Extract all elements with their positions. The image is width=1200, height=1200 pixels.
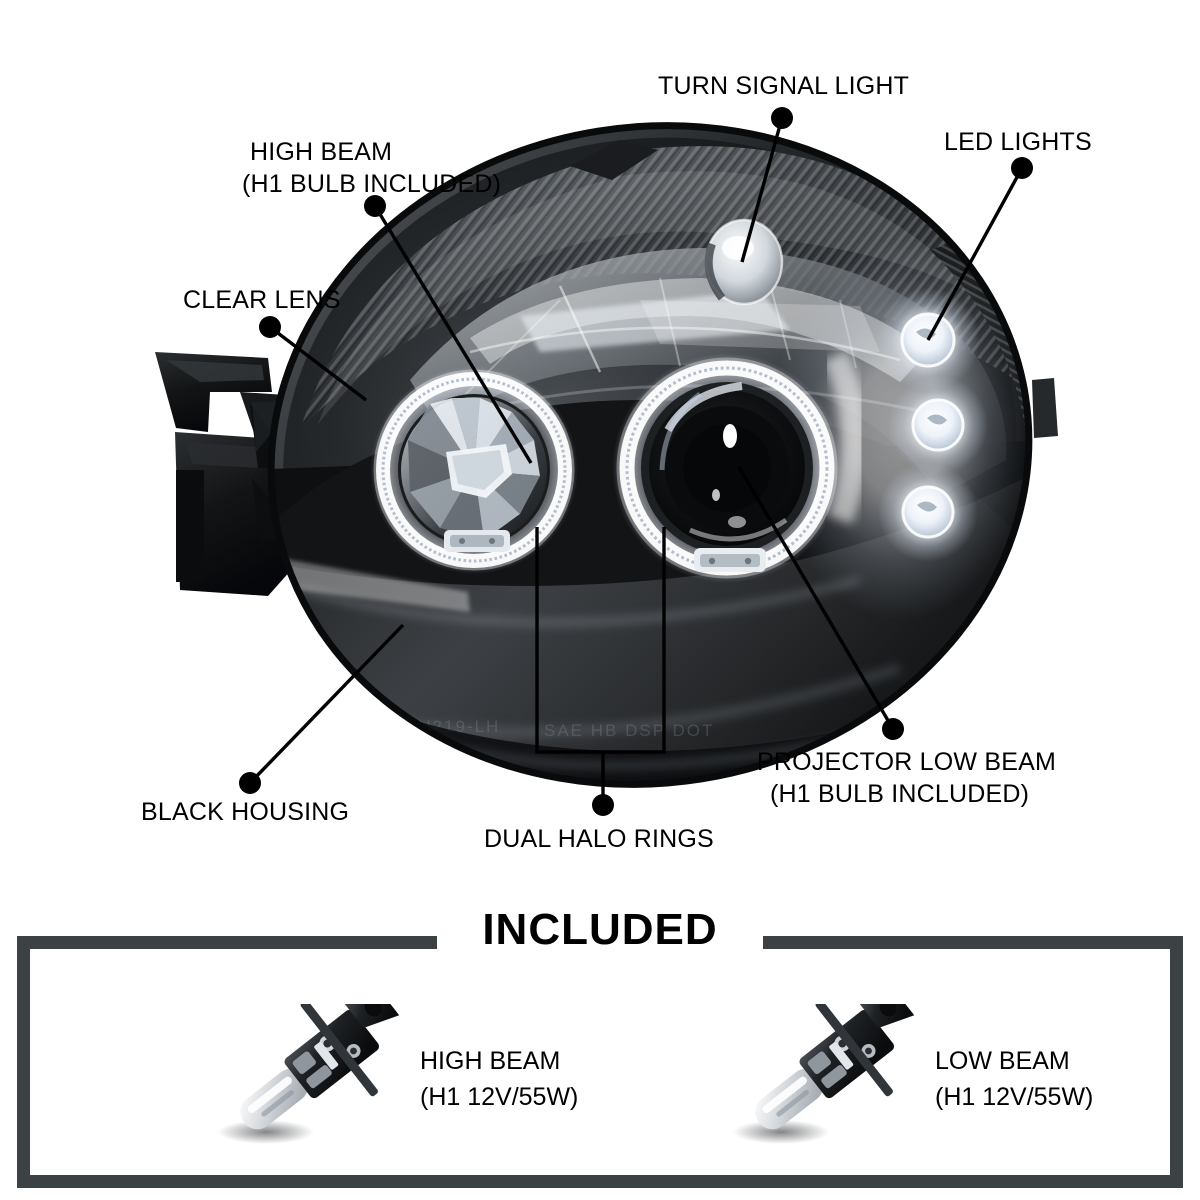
callout-dot (771, 107, 793, 129)
included-item-spec: (H1 12V/55W) (420, 1083, 579, 1111)
included-item-labels: LOW BEAM (H1 12V/55W) (935, 1043, 1093, 1116)
clear-lens-ribbed-band (300, 146, 1034, 431)
svg-text:SAE HB DSP DOT: SAE HB DSP DOT (544, 721, 714, 740)
callout-dot (364, 195, 386, 217)
frame-right-segment (1170, 936, 1183, 1188)
callout-label-clear-lens: CLEAR LENS (183, 286, 341, 314)
included-item-name: LOW BEAM (935, 1046, 1070, 1075)
halogen-bulb-icon (733, 1004, 915, 1144)
frame-top-right-segment (763, 936, 1183, 949)
frame-top-left-segment (17, 936, 437, 949)
callout-label-turn-signal-light: TURN SIGNAL LIGHT (658, 72, 909, 100)
callout-label-black-housing: BLACK HOUSING (141, 798, 349, 826)
callout-dual-halo-rings: DUAL HALO RINGS (484, 527, 714, 853)
led-light-2 (888, 375, 988, 475)
housing-molded-markings: HU219-LH SAE HB DSP DOT (404, 717, 714, 740)
callout-label-dual-halo-rings: DUAL HALO RINGS (484, 825, 714, 853)
callout-clear-lens: CLEAR LENS (183, 286, 368, 402)
callout-black-housing: BLACK HOUSING (141, 623, 405, 826)
callout-turn-signal-light: TURN SIGNAL LIGHT (658, 72, 909, 263)
callout-projector-low-beam: PROJECTOR LOW BEAM (H1 BULB INCLUDED) (737, 466, 1056, 808)
callout-dot (882, 718, 904, 740)
led-lights-cluster (770, 240, 1030, 620)
included-item-name: HIGH BEAM (420, 1046, 561, 1075)
callout-high-beam: HIGH BEAM (H1 BULB INCLUDED) (242, 138, 533, 464)
frame-left-segment (17, 936, 30, 1188)
callout-label-high-beam: HIGH BEAM (250, 138, 392, 166)
callout-label-led-lights: LED LIGHTS (944, 128, 1092, 156)
included-item-labels: HIGH BEAM (H1 12V/55W) (420, 1043, 578, 1116)
callout-dot (259, 316, 281, 338)
callout-dot (592, 794, 614, 816)
callout-led-lights: LED LIGHTS (926, 128, 1092, 341)
callout-label-projector-low-beam: PROJECTOR LOW BEAM (757, 748, 1056, 776)
included-item-low-beam-bulb: LOW BEAM (H1 12V/55W) (707, 1004, 1093, 1154)
included-item-high-beam-bulb: HIGH BEAM (H1 12V/55W) (192, 1004, 578, 1154)
callout-dot (239, 772, 261, 794)
callout-dot (1011, 157, 1033, 179)
led-light-3 (878, 462, 978, 562)
callout-sublabel-high-beam: (H1 BULB INCLUDED) (242, 170, 501, 198)
included-item-spec: (H1 12V/55W) (935, 1083, 1094, 1111)
halogen-bulb-icon (218, 1004, 400, 1144)
frame-bottom-segment (17, 1175, 1183, 1188)
callout-sublabel-projector-low-beam: (H1 BULB INCLUDED) (770, 780, 1029, 808)
included-panel: INCLUDED (17, 905, 1183, 1188)
